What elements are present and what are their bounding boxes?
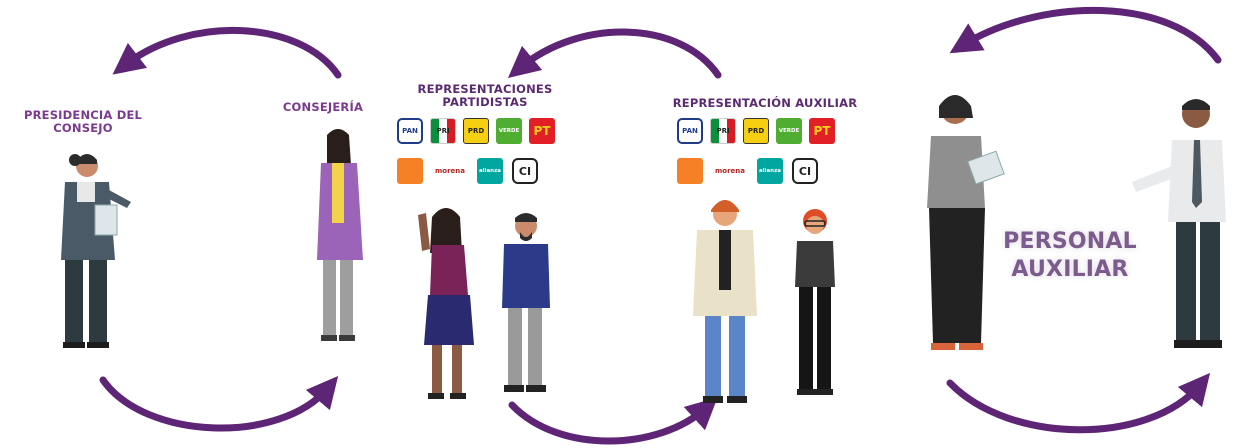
label-presidencia-del-consejo: PRESIDENCIA DEL CONSEJO [23,108,143,136]
personal-auxiliar-man-illustration [1132,99,1226,348]
pt-logo-icon: PT [809,118,835,144]
pan-logo-icon: PAN [677,118,703,144]
label-personal-auxiliar: PERSONAL AUXILIAR [1003,229,1137,282]
party-logos-row-1-left: PAN PRI PRD VERDE PT [397,118,555,144]
movimiento-ciudadano-logo-icon [397,158,423,184]
pri-logo-icon: PRI [710,118,736,144]
arrow-bottom-right-group [946,372,1211,434]
prd-logo-icon: PRD [463,118,489,144]
morena-logo-icon: morena [712,158,748,184]
verde-logo-icon: VERDE [776,118,802,144]
pan-logo-icon: PAN [397,118,423,144]
nueva-alianza-logo-icon: alianza [757,158,783,184]
prd-logo-icon: PRD [743,118,769,144]
consejeria-person-illustration [317,129,363,341]
party-logos-row-1-right: PAN PRI PRD VERDE PT [677,118,835,144]
pri-logo-icon: PRI [430,118,456,144]
label-consejeria: CONSEJERÍA [282,100,364,114]
auxiliary-rep-woman-illustration [795,209,835,395]
presidencia-person-illustration [61,154,131,348]
label-representacion-auxiliar: REPRESENTACIÓN AUXILIAR [672,96,858,110]
candidatura-independiente-logo-icon: CI [512,158,538,184]
pt-logo-icon: PT [529,118,555,144]
label-representaciones-partidistas: REPRESENTACIONES PARTIDISTAS [417,82,553,110]
verde-logo-icon: VERDE [496,118,522,144]
party-logos-row-2-left: morena alianza CI [397,158,538,184]
personal-auxiliar-woman-illustration [927,95,1005,350]
auxiliary-rep-man-illustration [693,200,757,403]
arrow-bottom-left-group [99,375,339,432]
party-logos-row-2-right: morena alianza CI [677,158,818,184]
arrow-top-middle [507,28,722,79]
movimiento-ciudadano-logo-icon [677,158,703,184]
arrow-bottom-middle [508,397,718,445]
candidatura-independiente-logo-icon: CI [792,158,818,184]
party-rep-man-illustration [502,213,550,392]
party-rep-woman-illustration [418,208,474,399]
nueva-alianza-logo-icon: alianza [477,158,503,184]
arrow-top-left-group [112,26,342,79]
arrow-top-right-group [949,7,1222,64]
morena-logo-icon: morena [432,158,468,184]
